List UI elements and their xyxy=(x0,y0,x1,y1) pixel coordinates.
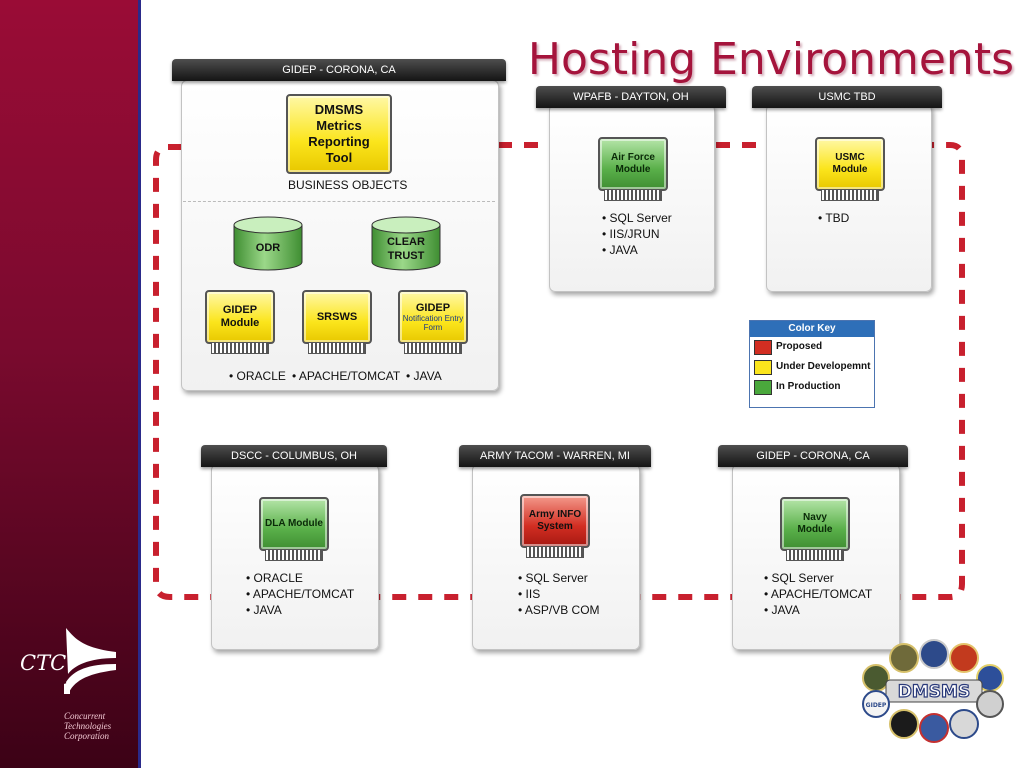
list-item: • JAVA xyxy=(602,243,638,257)
list-item: • JAVA xyxy=(764,603,800,617)
army-tacom-tab: ARMY TACOM - WARREN, MI xyxy=(459,445,651,467)
usmc-module: USMC Module xyxy=(815,137,885,201)
page-title: Hosting Environments xyxy=(527,34,1014,85)
list-item: • APACHE/TOMCAT xyxy=(246,587,355,601)
swatch-proposed xyxy=(754,340,772,355)
panel-separator xyxy=(183,201,495,202)
platform-apache: • APACHE/TOMCAT xyxy=(292,369,401,383)
dscc-tab: DSCC - COLUMBUS, OH xyxy=(201,445,387,467)
platform-oracle: • ORACLE xyxy=(229,369,286,383)
clear-trust-database-icon xyxy=(371,216,441,271)
dscc-platforms: • ORACLE • APACHE/TOMCAT • JAVA xyxy=(246,570,354,618)
dmsms-seals-logo: DMSMS GIDEP xyxy=(862,639,1004,743)
wpafb-platforms: • SQL Server • IIS/JRUN • JAVA xyxy=(602,210,672,258)
company-line: Corporation xyxy=(64,731,110,741)
notification-title: GIDEP xyxy=(415,302,451,314)
notification-screen: GIDEP Notification Entry Form xyxy=(398,290,468,344)
company-name: Concurrent Technologies Corporation xyxy=(64,711,111,741)
list-item: • APACHE/TOMCAT xyxy=(764,587,873,601)
gidep-notification-module: GIDEP Notification Entry Form xyxy=(398,290,468,354)
module-base xyxy=(308,343,366,354)
dscc-panel xyxy=(211,464,379,650)
key-label: In Production xyxy=(776,381,841,392)
ctc-logo-mark xyxy=(64,628,116,694)
swatch-production xyxy=(754,380,772,395)
gidep-corona-tab: GIDEP - CORONA, CA xyxy=(172,59,506,81)
sidebar-divider xyxy=(138,0,141,768)
list-item: • ASP/VB COM xyxy=(518,603,600,617)
gidep-module-label: GIDEP Module xyxy=(205,290,275,344)
module-base xyxy=(604,190,662,201)
business-objects-label: BUSINESS OBJECTS xyxy=(288,178,408,192)
navy-module-label: Navy Module xyxy=(780,497,850,551)
module-base xyxy=(526,547,584,558)
key-row-development: Under Developemnt xyxy=(750,357,874,377)
air-force-module: Air Force Module xyxy=(598,137,668,201)
notification-subtitle: Notification Entry Form xyxy=(402,314,464,332)
dla-module-label: DLA Module xyxy=(259,497,329,551)
color-key: Color Key Proposed Under Developemnt In … xyxy=(749,320,875,408)
gidep-seal-text: GIDEP xyxy=(866,702,887,709)
clear-trust-label: CLEAR TRUST xyxy=(387,236,425,262)
navy-module: Navy Module xyxy=(780,497,850,561)
dmsms-tool-label: DMSMS Metrics Reporting Tool xyxy=(286,94,392,174)
module-base xyxy=(404,343,462,354)
module-base xyxy=(786,550,844,561)
usmc-tab: USMC TBD xyxy=(752,86,942,108)
list-item: • IIS/JRUN xyxy=(602,227,660,241)
list-item: • SQL Server xyxy=(764,571,834,585)
dla-module: DLA Module xyxy=(259,497,329,561)
odr-database-icon xyxy=(233,216,303,271)
list-item: • IIS xyxy=(518,587,541,601)
army-info-module-label: Army INFO System xyxy=(520,494,590,548)
list-item: • SQL Server xyxy=(602,211,672,225)
dmsms-metrics-tool: DMSMS Metrics Reporting Tool xyxy=(286,94,392,174)
module-base xyxy=(265,550,323,561)
usmc-module-label: USMC Module xyxy=(815,137,885,191)
navy-platforms: • SQL Server • APACHE/TOMCAT • JAVA xyxy=(764,570,872,618)
army-info-module: Army INFO System xyxy=(520,494,590,558)
key-label: Under Developemnt xyxy=(776,361,871,372)
wpafb-tab: WPAFB - DAYTON, OH xyxy=(536,86,726,108)
list-item: • ORACLE xyxy=(246,571,303,585)
key-row-proposed: Proposed xyxy=(750,337,874,357)
module-base xyxy=(211,343,269,354)
company-line: Technologies xyxy=(64,721,112,731)
ctc-logo-text: CTC xyxy=(20,651,67,675)
module-base xyxy=(821,190,879,201)
swatch-development xyxy=(754,360,772,375)
dmsms-logo-text: DMSMS xyxy=(898,682,970,702)
srsws-module: SRSWS xyxy=(302,290,372,354)
list-item: • TBD xyxy=(818,211,850,225)
army-platforms: • SQL Server • IIS • ASP/VB COM xyxy=(518,570,600,618)
usmc-platforms: • TBD xyxy=(818,210,849,226)
srsws-label: SRSWS xyxy=(302,290,372,344)
platform-java: • JAVA xyxy=(406,369,442,383)
list-item: • SQL Server xyxy=(518,571,588,585)
key-label: Proposed xyxy=(776,341,823,352)
gidep-navy-tab: GIDEP - CORONA, CA xyxy=(718,445,908,467)
key-row-production: In Production xyxy=(750,377,874,397)
air-force-module-label: Air Force Module xyxy=(598,137,668,191)
odr-label: ODR xyxy=(255,242,281,254)
company-line: Concurrent xyxy=(64,711,106,721)
list-item: • JAVA xyxy=(246,603,282,617)
color-key-title: Color Key xyxy=(750,321,874,337)
gidep-module: GIDEP Module xyxy=(205,290,275,354)
